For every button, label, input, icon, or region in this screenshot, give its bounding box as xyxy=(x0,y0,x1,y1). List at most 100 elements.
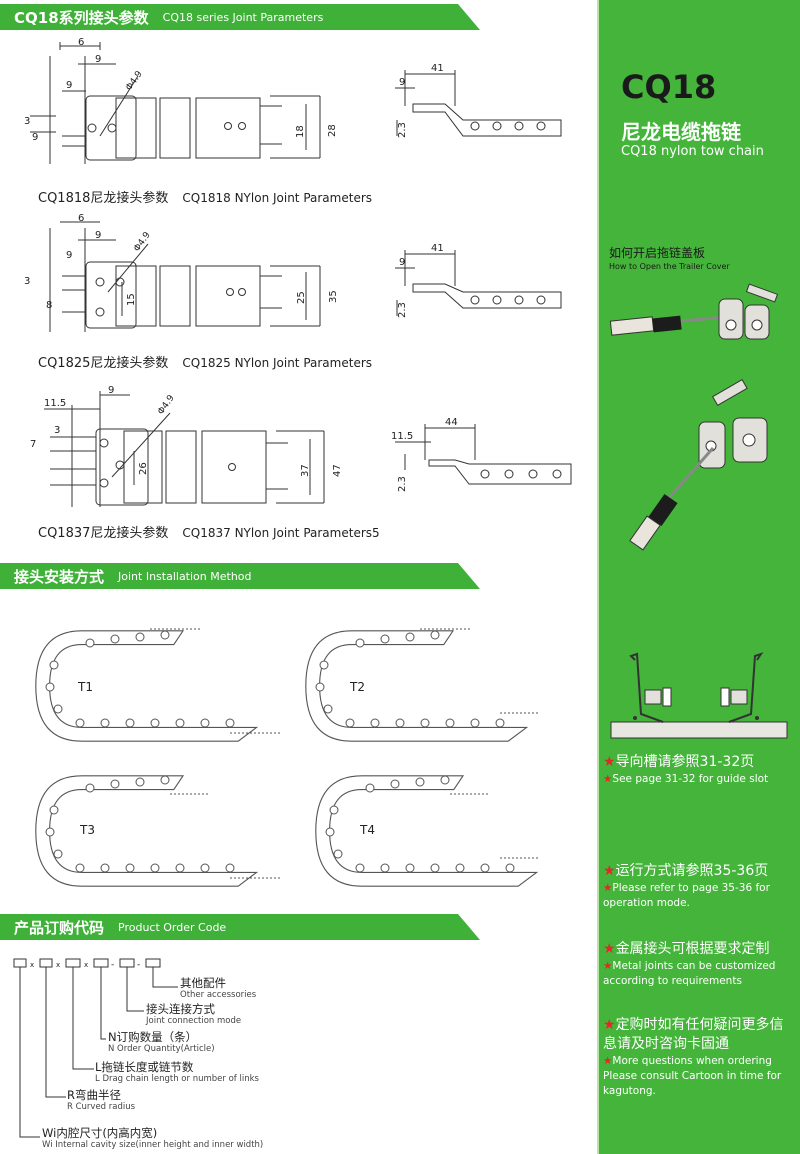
dim-label: 11.5 xyxy=(44,398,66,409)
order-label-radius: R弯曲半径 R Curved radius xyxy=(67,1088,136,1113)
label-en: Joint connection mode xyxy=(146,1016,242,1026)
dim-label: Φ4.9 xyxy=(124,69,145,92)
section-title-en: Product Order Code xyxy=(118,920,227,934)
star-icon: ★ xyxy=(603,1055,613,1067)
note-guide-slot: ★导向槽请参照31-32页 ★See page 31-32 for guide … xyxy=(603,753,798,787)
section-title-en: Joint Installation Method xyxy=(118,569,252,583)
label-cn: Wi内腔尺寸(内高内宽) xyxy=(42,1126,158,1140)
dim-label: 7 xyxy=(30,439,36,450)
note-cn: 导向槽请参照31-32页 xyxy=(615,754,755,770)
joint-side-cq1818: 41 9 2.3 xyxy=(395,63,562,138)
dim-label: 2.3 xyxy=(397,476,408,492)
dim-label: 9 xyxy=(32,132,38,143)
guide-slot-image xyxy=(610,652,788,739)
order-code-tree: x x x - - xyxy=(13,958,178,1138)
section-title-cn: 产品订购代码 xyxy=(14,918,105,937)
label-en: Other accessories xyxy=(180,990,257,1000)
dim-label: 18 xyxy=(295,125,306,138)
order-sep: x xyxy=(84,961,88,969)
joint-drawing-cq1837: 11.5 9 Φ4.9 3 7 26 37 47 xyxy=(30,385,343,507)
caption-cn: CQ1825尼龙接头参数 xyxy=(38,356,169,371)
order-sep: x xyxy=(30,961,34,969)
order-label-length: L拖链长度或链节数 L Drag chain length or number … xyxy=(95,1060,259,1085)
dim-label: 15 xyxy=(126,293,137,306)
caption-cn: CQ1837尼龙接头参数 xyxy=(38,526,169,541)
dim-label: 9 xyxy=(399,257,405,268)
order-label-joint-mode: 接头连接方式 Joint connection mode xyxy=(146,1002,242,1027)
section-bar-install: 接头安装方式 Joint Installation Method xyxy=(0,563,480,589)
label-cn: L拖链长度或链节数 xyxy=(95,1060,194,1074)
caption-cq1837: CQ1837尼龙接头参数 CQ1837 NYlon Joint Parameter… xyxy=(38,522,380,541)
install-label-t4: T4 xyxy=(359,823,375,837)
install-drawing-t2: T2 xyxy=(305,628,540,742)
dim-label: 25 xyxy=(296,291,307,304)
dim-label: 6 xyxy=(78,37,84,48)
dim-label: 41 xyxy=(431,243,444,254)
dim-label: 3 xyxy=(54,425,60,436)
dim-label: 26 xyxy=(138,462,149,475)
star-icon: ★ xyxy=(603,863,616,879)
label-en: R Curved radius xyxy=(67,1102,136,1112)
dim-label: 9 xyxy=(399,77,405,88)
star-icon: ★ xyxy=(603,1017,616,1033)
open-cover-title-cn: 如何开启拖链盖板 xyxy=(609,246,706,260)
star-icon: ★ xyxy=(603,773,613,785)
dim-label: 44 xyxy=(445,417,458,428)
order-sep: x xyxy=(56,961,60,969)
install-drawing-t4: T4 xyxy=(315,775,540,887)
note-en: See page 31-32 for guide slot xyxy=(612,773,769,785)
screwdriver-image-1 xyxy=(609,283,779,340)
dim-label: 47 xyxy=(332,464,343,477)
caption-en: CQ1825 NYlon Joint Parameters xyxy=(182,356,373,370)
product-title-cn: 尼龙电缆拖链 xyxy=(621,120,741,144)
note-contact: ★定购时如有任何疑问更多信息请及时咨询卡固通 ★More questions w… xyxy=(603,1016,795,1099)
install-drawing-t1: T1 xyxy=(35,628,280,742)
caption-cq1818: CQ1818尼龙接头参数 CQ1818 NYlon Joint Parameter… xyxy=(38,187,372,206)
star-icon: ★ xyxy=(603,960,613,972)
joint-side-cq1825: 41 9 2.3 xyxy=(395,243,562,318)
dim-label: 9 xyxy=(108,385,114,396)
section-bar-order: 产品订购代码 Product Order Code xyxy=(0,914,480,940)
caption-cn: CQ1818尼龙接头参数 xyxy=(38,191,169,206)
dim-label: 9 xyxy=(95,230,101,241)
order-label-accessories: 其他配件 Other accessories xyxy=(180,976,257,1001)
sidebar: CQ18 尼龙电缆拖链 CQ18 nylon tow chain 如何开启拖链盖… xyxy=(597,0,800,1154)
dim-label: 9 xyxy=(66,80,72,91)
dim-label: 3 xyxy=(24,116,30,127)
install-label-t2: T2 xyxy=(349,680,365,694)
dim-label: 2.3 xyxy=(397,302,408,318)
order-label-cavity: Wi内腔尺寸(内高内宽) Wi Internal cavity size(inn… xyxy=(42,1126,264,1151)
star-icon: ★ xyxy=(603,754,616,770)
caption-cq1825: CQ1825尼龙接头参数 CQ1825 NYlon Joint Parameter… xyxy=(38,352,372,371)
dim-label: 11.5 xyxy=(391,431,413,442)
install-drawing-t3: T3 xyxy=(35,775,280,887)
label-cn: N订购数量（条） xyxy=(108,1030,198,1044)
star-icon: ★ xyxy=(603,882,613,894)
note-cn: 金属接头可根据要求定制 xyxy=(615,941,770,957)
star-icon: ★ xyxy=(603,941,616,957)
screwdriver-image-2 xyxy=(629,378,768,551)
caption-en: CQ1837 NYlon Joint Parameters5 xyxy=(182,526,380,540)
label-en: L Drag chain length or number of links xyxy=(95,1074,259,1084)
dim-label: 8 xyxy=(46,300,52,311)
note-cn: 运行方式请参照35-36页 xyxy=(615,863,769,879)
joint-drawing-cq1825: 6 9 9 Φ4.9 3 8 15 25 35 xyxy=(24,213,339,332)
label-cn: 接头连接方式 xyxy=(146,1002,215,1016)
note-metal-joints: ★金属接头可根据要求定制 ★Metal joints can be custom… xyxy=(603,940,798,989)
install-label-t3: T3 xyxy=(79,823,95,837)
label-cn: 其他配件 xyxy=(180,976,226,990)
install-label-t1: T1 xyxy=(77,680,93,694)
product-title-en: CQ18 nylon tow chain xyxy=(621,144,764,159)
dim-label: 41 xyxy=(431,63,444,74)
dim-label: 37 xyxy=(300,464,311,477)
label-en: Wi Internal cavity size(inner height and… xyxy=(42,1140,264,1150)
open-cover-title-en: How to Open the Trailer Cover xyxy=(609,262,730,271)
note-en: More questions when ordering Please cons… xyxy=(603,1055,782,1097)
label-cn: R弯曲半径 xyxy=(67,1088,121,1102)
dim-label: 9 xyxy=(66,250,72,261)
model-title: CQ18 xyxy=(621,68,717,106)
caption-en: CQ1818 NYlon Joint Parameters xyxy=(182,191,373,205)
note-en: Metal joints can be customized according… xyxy=(603,960,776,987)
dim-label: 9 xyxy=(95,54,101,65)
section-title-en: CQ18 series Joint Parameters xyxy=(162,10,324,24)
